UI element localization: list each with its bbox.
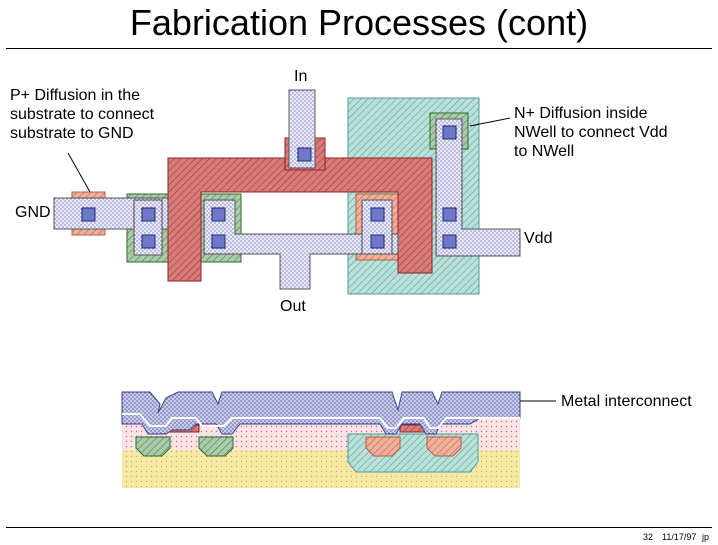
cross-section bbox=[121, 391, 521, 488]
vdd-label: Vdd bbox=[524, 230, 553, 247]
gnd-label: GND bbox=[15, 204, 51, 221]
footer-initials: jp bbox=[702, 532, 710, 542]
contacts bbox=[81, 125, 457, 249]
p-diffusion-leader bbox=[67, 152, 91, 193]
contact-pmos-drain-1 bbox=[370, 207, 385, 222]
n-diffusion-leader bbox=[469, 117, 511, 127]
p-diffusion-line-3: substrate to GND bbox=[10, 125, 134, 142]
cross-section-metal-highlight bbox=[122, 413, 520, 429]
footer-rule bbox=[6, 527, 712, 528]
footer-date: 11/17/97 bbox=[662, 532, 697, 542]
n-diffusion-line-1: N+ Diffusion inside bbox=[514, 105, 648, 122]
contact-pmos-source-1 bbox=[442, 207, 457, 222]
cross-section-p-plus-1 bbox=[365, 436, 401, 457]
footer-page-number: 32 bbox=[643, 532, 654, 542]
contact-well bbox=[442, 125, 457, 140]
contact-nmos-drain-1 bbox=[211, 207, 226, 222]
p-diffusion-line-2: substrate to connect bbox=[10, 106, 155, 123]
n-diffusion-callout: N+ Diffusion inside NWell to connect Vdd… bbox=[514, 104, 668, 161]
cross-section-p-plus-2 bbox=[426, 436, 462, 457]
p-diffusion-line-1: P+ Diffusion in the bbox=[10, 87, 141, 104]
n-diffusion-line-3: to NWell bbox=[514, 143, 575, 160]
in-label: In bbox=[294, 68, 308, 85]
contact-nmos-source-2 bbox=[141, 234, 156, 249]
contact-pmos-source-2 bbox=[442, 234, 457, 249]
contact-gnd bbox=[81, 207, 96, 222]
p-diffusion-callout: P+ Diffusion in the substrate to connect… bbox=[10, 86, 154, 143]
title-rule bbox=[6, 48, 712, 49]
polysilicon-gate bbox=[167, 157, 433, 282]
contact-nmos-drain-2 bbox=[211, 234, 226, 249]
page-title: Fabrication Processes (cont) bbox=[129, 2, 589, 43]
cross-section-n-plus-1 bbox=[135, 436, 171, 457]
contact-input bbox=[297, 147, 312, 162]
n-diffusion-line-2: NWell to connect Vdd bbox=[514, 124, 668, 141]
metal-interconnect-label: Metal interconnect bbox=[561, 393, 692, 410]
contact-pmos-drain-2 bbox=[370, 234, 385, 249]
metal-vdd-rail bbox=[435, 118, 521, 257]
contact-nmos-source-1 bbox=[141, 207, 156, 222]
cross-section-n-plus-2 bbox=[198, 436, 234, 457]
out-label: Out bbox=[280, 298, 306, 315]
metal-output-line bbox=[203, 199, 399, 290]
